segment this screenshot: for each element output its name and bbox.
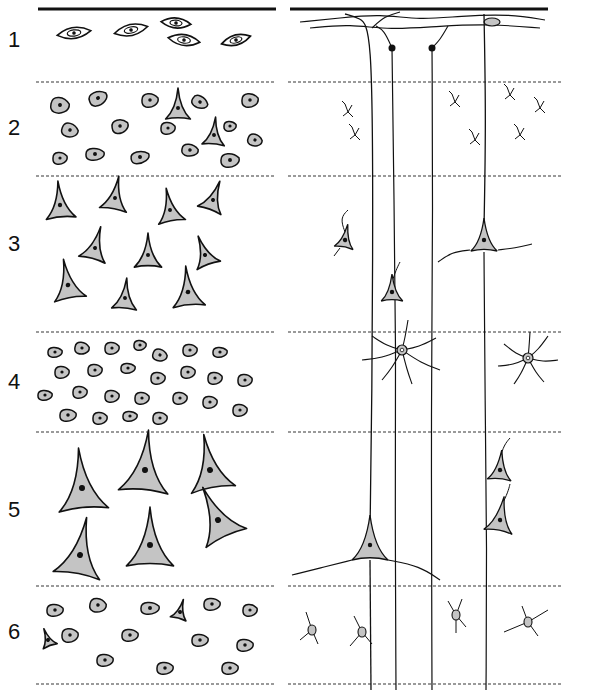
golgi-neurons xyxy=(292,12,558,690)
layer-number: 5 xyxy=(8,499,20,521)
layer-number: 4 xyxy=(8,371,20,393)
layer-number: 3 xyxy=(8,233,20,255)
layer-number: 2 xyxy=(8,117,20,139)
cell-bodies xyxy=(37,17,264,675)
layer-borders xyxy=(36,9,562,684)
layer-number: 6 xyxy=(8,621,20,643)
layer-number: 1 xyxy=(8,29,20,51)
